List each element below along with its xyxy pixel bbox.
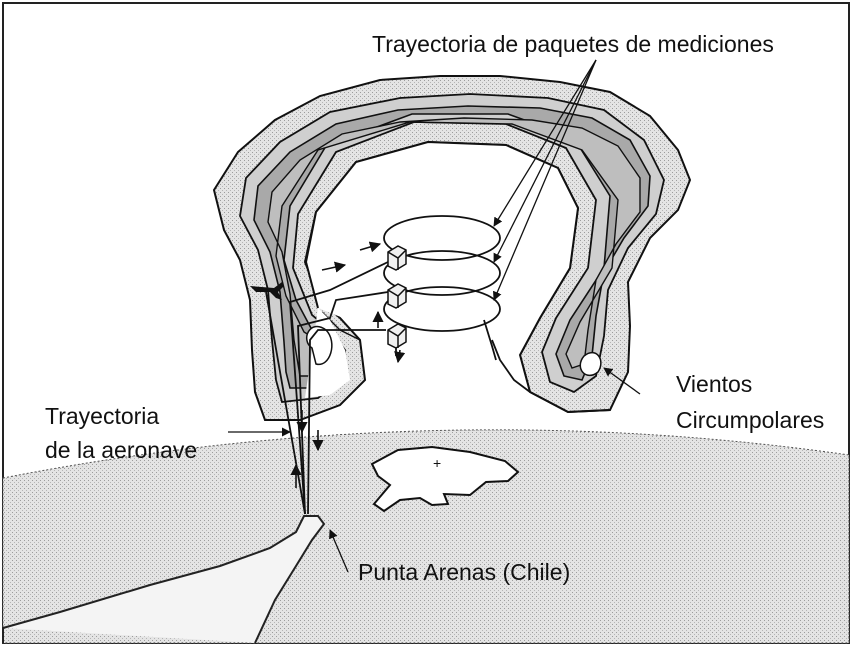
punta-arenas-label: Punta Arenas (Chile) bbox=[358, 559, 570, 585]
aircraft-trajectory-label-line2: de la aeronave bbox=[45, 437, 197, 463]
circumpolar-winds-label-line1: Vientos bbox=[676, 371, 752, 397]
measurement-package-icon bbox=[388, 246, 406, 348]
circumpolar-winds-vortex bbox=[214, 76, 690, 420]
aircraft-trajectory-label-line1: Trayectoria bbox=[45, 403, 159, 429]
circumpolar-winds-label-line2: Circumpolares bbox=[676, 407, 824, 433]
packet-trajectory-label: Trayectoria de paquetes de mediciones bbox=[372, 31, 774, 57]
south-pole-marker: + bbox=[433, 455, 441, 471]
